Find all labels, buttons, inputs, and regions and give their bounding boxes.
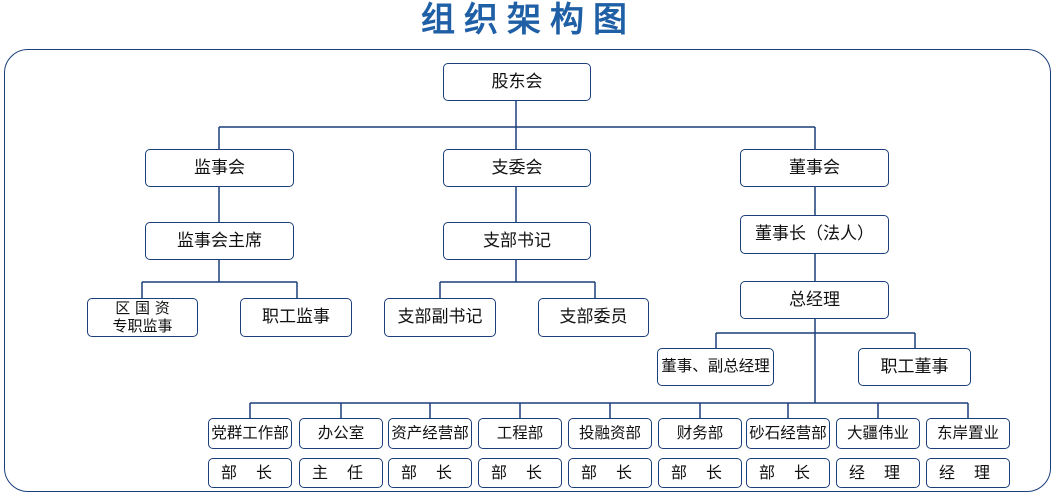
dept-dajiang-weiye: 大疆伟业 (836, 418, 920, 449)
diagram-frame (4, 49, 1051, 492)
dept-party-affairs: 党群工作部 (208, 418, 292, 449)
dept-office: 办公室 (299, 418, 383, 449)
node-deputy-gm: 董事、副总经理 (657, 348, 774, 386)
node-branch-committee: 支委会 (443, 149, 591, 187)
head-gravel-operations: 部 长 (746, 458, 830, 488)
node-board: 董事会 (740, 149, 889, 187)
node-general-manager: 总经理 (740, 281, 889, 319)
node-staff-director: 职工董事 (858, 348, 971, 386)
node-branch-member: 支部委员 (538, 298, 649, 337)
dept-finance: 财务部 (658, 418, 742, 449)
node-staff-supervisor: 职工监事 (240, 298, 352, 337)
dept-engineering: 工程部 (478, 418, 562, 449)
node-supervisory-chair: 监事会主席 (145, 222, 294, 260)
dept-gravel-operations: 砂石经营部 (746, 418, 830, 449)
node-branch-secretary: 支部书记 (443, 222, 591, 260)
dept-dongan-zhiye: 东岸置业 (926, 418, 1010, 449)
head-dajiang-weiye: 经 理 (836, 458, 920, 488)
dept-asset-operations: 资产经营部 (388, 418, 472, 449)
head-party-affairs: 部 长 (208, 458, 292, 488)
head-asset-operations: 部 长 (388, 458, 472, 488)
head-engineering: 部 长 (478, 458, 562, 488)
head-dongan-zhiye: 经 理 (926, 458, 1010, 488)
node-supervisory-board: 监事会 (145, 149, 294, 187)
dept-investment-financing: 投融资部 (568, 418, 652, 449)
node-deputy-secretary: 支部副书记 (384, 298, 496, 337)
chart-title: 组织架构图 (421, 0, 636, 40)
node-state-supervisor: 区 国 资 专职监事 (87, 298, 198, 337)
head-finance: 部 长 (658, 458, 742, 488)
head-office: 主 任 (299, 458, 383, 488)
node-chairman: 董事长（法人） (740, 215, 889, 254)
node-shareholders: 股东会 (443, 63, 591, 101)
head-investment-financing: 部 长 (568, 458, 652, 488)
